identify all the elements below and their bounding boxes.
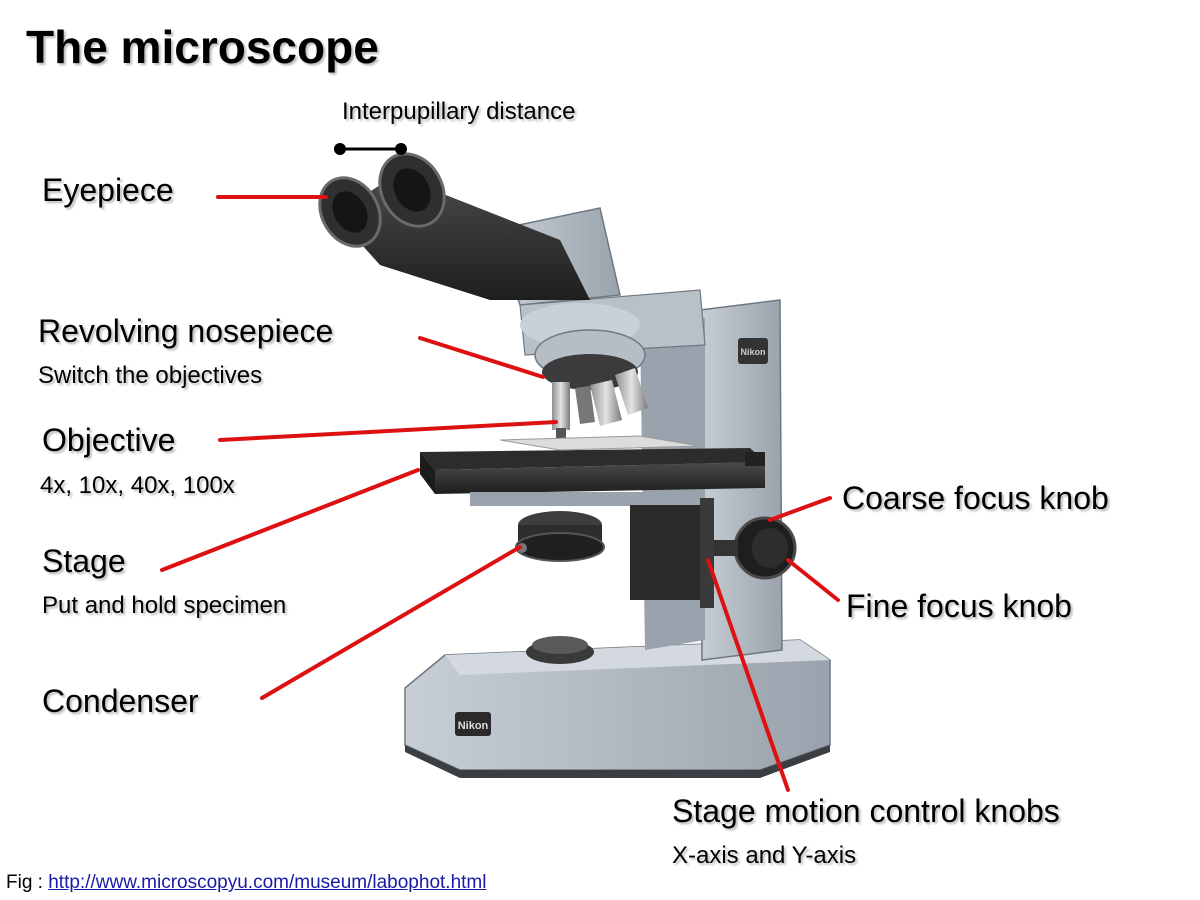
leader-nosepiece bbox=[418, 336, 545, 379]
brand-logo-arm: Nikon bbox=[740, 347, 765, 357]
microscope-base: Nikon bbox=[404, 636, 831, 778]
objective-lenses bbox=[552, 368, 648, 442]
leader-stage-motion bbox=[706, 558, 790, 792]
leader-stage bbox=[160, 468, 420, 572]
specimen-stage bbox=[420, 435, 765, 494]
label-stage-motion-control-knobs: Stage motion control knobs bbox=[672, 793, 1060, 829]
leader-lines bbox=[160, 195, 840, 792]
label-stage-motion-description: X-axis and Y-axis bbox=[672, 842, 857, 869]
brand-badge-base bbox=[455, 712, 491, 736]
brand-logo-base: Nikon bbox=[458, 720, 489, 732]
figure-caption-prefix: Fig : bbox=[6, 872, 43, 893]
leader-fine-focus bbox=[786, 558, 840, 602]
label-eyepiece: Eyepiece bbox=[42, 172, 174, 208]
label-coarse-focus-knob: Coarse focus knob bbox=[842, 480, 1109, 516]
figure-caption: Fig : http://www.microscopyu.com/museum/… bbox=[6, 872, 486, 894]
label-fine-focus-knob: Fine focus knob bbox=[846, 588, 1072, 624]
page-title: The microscope bbox=[26, 21, 379, 73]
leader-condenser bbox=[260, 545, 522, 700]
condenser-assembly bbox=[470, 492, 690, 562]
label-condenser: Condenser bbox=[42, 683, 199, 719]
eyepiece-tubes bbox=[318, 152, 590, 300]
leader-coarse-focus bbox=[768, 496, 832, 522]
label-objective-description: 4x, 10x, 40x, 100x bbox=[40, 472, 235, 499]
brand-badge-arm bbox=[738, 338, 768, 364]
figure-source-link[interactable]: http://www.microscopyu.com/museum/laboph… bbox=[48, 872, 487, 893]
nosepiece-turret bbox=[534, 329, 646, 390]
label-stage: Stage bbox=[42, 543, 126, 579]
label-stage-description: Put and hold specimen bbox=[42, 592, 287, 619]
label-revolving-nosepiece: Revolving nosepiece bbox=[38, 313, 334, 349]
label-objective: Objective bbox=[42, 422, 176, 458]
label-nosepiece-description: Switch the objectives bbox=[38, 362, 263, 389]
leader-objective bbox=[218, 420, 558, 442]
focus-mechanism bbox=[630, 498, 797, 608]
interpupillary-marker bbox=[334, 143, 407, 155]
label-interpupillary-distance: Interpupillary distance bbox=[342, 98, 576, 125]
